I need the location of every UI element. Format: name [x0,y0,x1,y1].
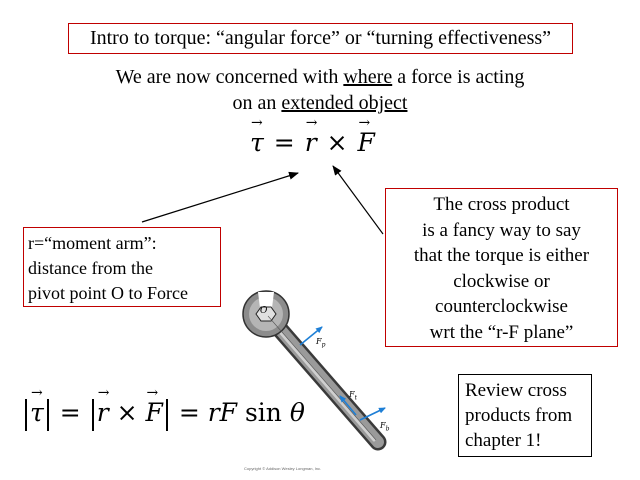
torque-equation: τ = r × F [250,115,375,157]
force-label-p: Fp [316,337,325,349]
cross-sign: × [326,128,348,157]
cross-product-line-5: counterclockwise [435,296,568,317]
cross-product-line-4: clockwise or [453,270,550,292]
mag-f-vector: F [146,385,163,427]
force-label-p-sub: p [321,341,326,349]
r-vector: r [305,115,318,157]
force-vector-bottom [359,407,386,421]
equals-sign: = [273,128,295,157]
cross-product-pointer-arrow [332,165,384,235]
copyright-text: Copyright © Addison Wesley Longman, Inc. [244,466,322,471]
tau-vector: τ [250,115,264,157]
force-vector-perpendicular [299,326,323,346]
intro-text-part: on an [232,92,282,114]
cross-product-line-1: The cross product [433,194,570,215]
torque-magnitude-equation: τ = r × F = rF sin θ [22,385,305,431]
intro-text: We are now concerned with where a force … [60,64,580,116]
intro-line-2: on an extended object [60,90,580,116]
intro-extended-object-underlined: extended object [281,92,408,114]
cross-product-line-3: that the torque is either [413,245,590,266]
moment-arm-line-1: r=“moment arm”: [28,233,157,253]
title-box: Intro to torque: “angular force” or “tur… [68,23,573,54]
abs-bar [165,398,168,431]
abs-bar [91,398,94,431]
moment-arm-line-2: distance from the [28,258,153,278]
force-vector-tangential [339,395,357,416]
cross-product-line-2: is a fancy way to say [422,219,581,241]
review-box: Review cross products from chapter 1! [458,374,592,457]
mag-cross-sign: × [116,398,138,427]
intro-text-part: a force is acting [392,66,525,88]
cross-product-box: The cross product is a fancy way to say … [385,188,618,347]
cross-product-line-6: wrt the “r-F plane” [429,321,574,343]
intro-text-part: We are now concerned with [115,66,344,88]
review-line-1: Review cross [465,380,567,401]
moment-arm-pointer-arrow [141,171,299,223]
wrench-figure [242,290,387,451]
intro-where-underlined: where [343,66,393,88]
intro-line-1: We are now concerned with where a force … [60,64,580,90]
force-label-b-sub: b [385,425,390,433]
abs-bar [25,398,27,431]
moment-arm-line-3: pivot point O to Force [28,283,188,303]
mag-tau-vector: τ [30,385,44,427]
f-vector: F [358,115,375,157]
mag-equals-1: = [59,398,81,427]
title-text: Intro to torque: “angular force” or “tur… [89,27,552,49]
moment-arm-box: r=“moment arm”: distance from the pivot … [23,227,221,307]
mag-sin: sin [237,398,282,427]
mag-rf: rF [207,398,238,427]
force-label-t: Ft [349,390,357,402]
review-line-3: chapter 1! [465,430,542,451]
force-label-b-main: F [380,421,386,430]
force-label-p-main: F [316,337,322,346]
pivot-label: O [260,306,268,316]
abs-bar [46,398,49,431]
mag-equals-2: = [178,398,200,427]
mag-theta: θ [289,398,305,427]
force-label-t-sub: t [354,394,357,402]
force-label-b: Fb [380,421,389,433]
force-label-t-main: F [349,390,355,399]
mag-r-vector: r [97,385,110,427]
review-line-2: products from [465,405,573,426]
